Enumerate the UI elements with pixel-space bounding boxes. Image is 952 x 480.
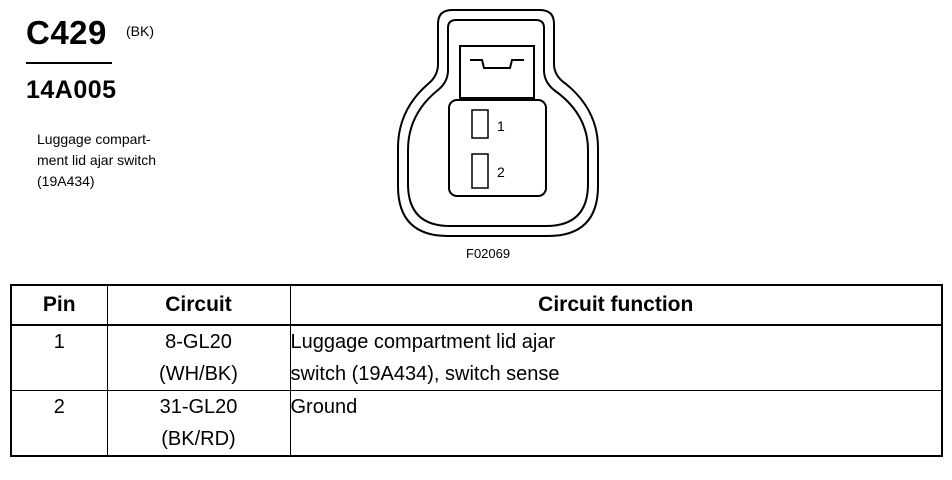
pin-1-label: 1 [497,118,505,134]
pin-1-cavity [471,109,489,139]
wire-color: (WH/BK) [159,363,238,385]
header-circuit-function: Circuit function [289,284,943,326]
description-line: ment lid ajar switch [37,152,157,168]
table-row: 2 31-GL20 (BK/RD) Ground [10,390,943,457]
locking-tab-latch [470,59,524,69]
pin-number: 2 [53,396,65,418]
circuit-number: 31-GL20 [159,396,238,418]
pin-2-label: 2 [497,164,505,180]
function-text: Ground [290,396,358,418]
connector-face-diagram: 1 2 [397,9,599,237]
wire-color: (BK/RD) [161,428,236,450]
pin-cell: 1 [10,324,108,391]
part-number: 14A005 [26,76,117,104]
table-row: 1 8-GL20 (WH/BK) Luggage compartment lid… [10,324,943,391]
connector-id: C429 [26,14,107,51]
terminal-body [448,99,547,197]
connector-housing-inner [407,19,589,227]
description-line: (19A434) [37,173,95,189]
function-text: Luggage compartment lid ajar [290,331,556,353]
figure-id: F02069 [466,246,511,261]
pin-2-cavity [471,153,489,189]
pin-table: Pin Circuit Circuit function 1 8-GL20 (W… [10,284,943,457]
function-cell: Ground [289,390,943,457]
pin-cell: 2 [10,390,108,457]
header-pin: Pin [10,284,108,326]
header-circuit: Circuit [106,284,291,326]
locking-tab [459,45,535,99]
pin-number: 1 [53,331,65,353]
description-line: Luggage compart- [37,131,151,147]
circuit-number: 8-GL20 [165,331,232,353]
circuit-cell: 8-GL20 (WH/BK) [106,324,291,391]
function-text: switch (19A434), switch sense [290,363,560,385]
circuit-cell: 31-GL20 (BK/RD) [106,390,291,457]
connector-housing-outer [397,9,599,237]
function-cell: Luggage compartment lid ajar switch (19A… [289,324,943,391]
connector-description: Luggage compart- ment lid ajar switch (1… [37,129,156,192]
connector-color: (BK) [126,23,154,39]
title-rule [26,62,112,64]
table-header-row: Pin Circuit Circuit function [10,284,943,326]
